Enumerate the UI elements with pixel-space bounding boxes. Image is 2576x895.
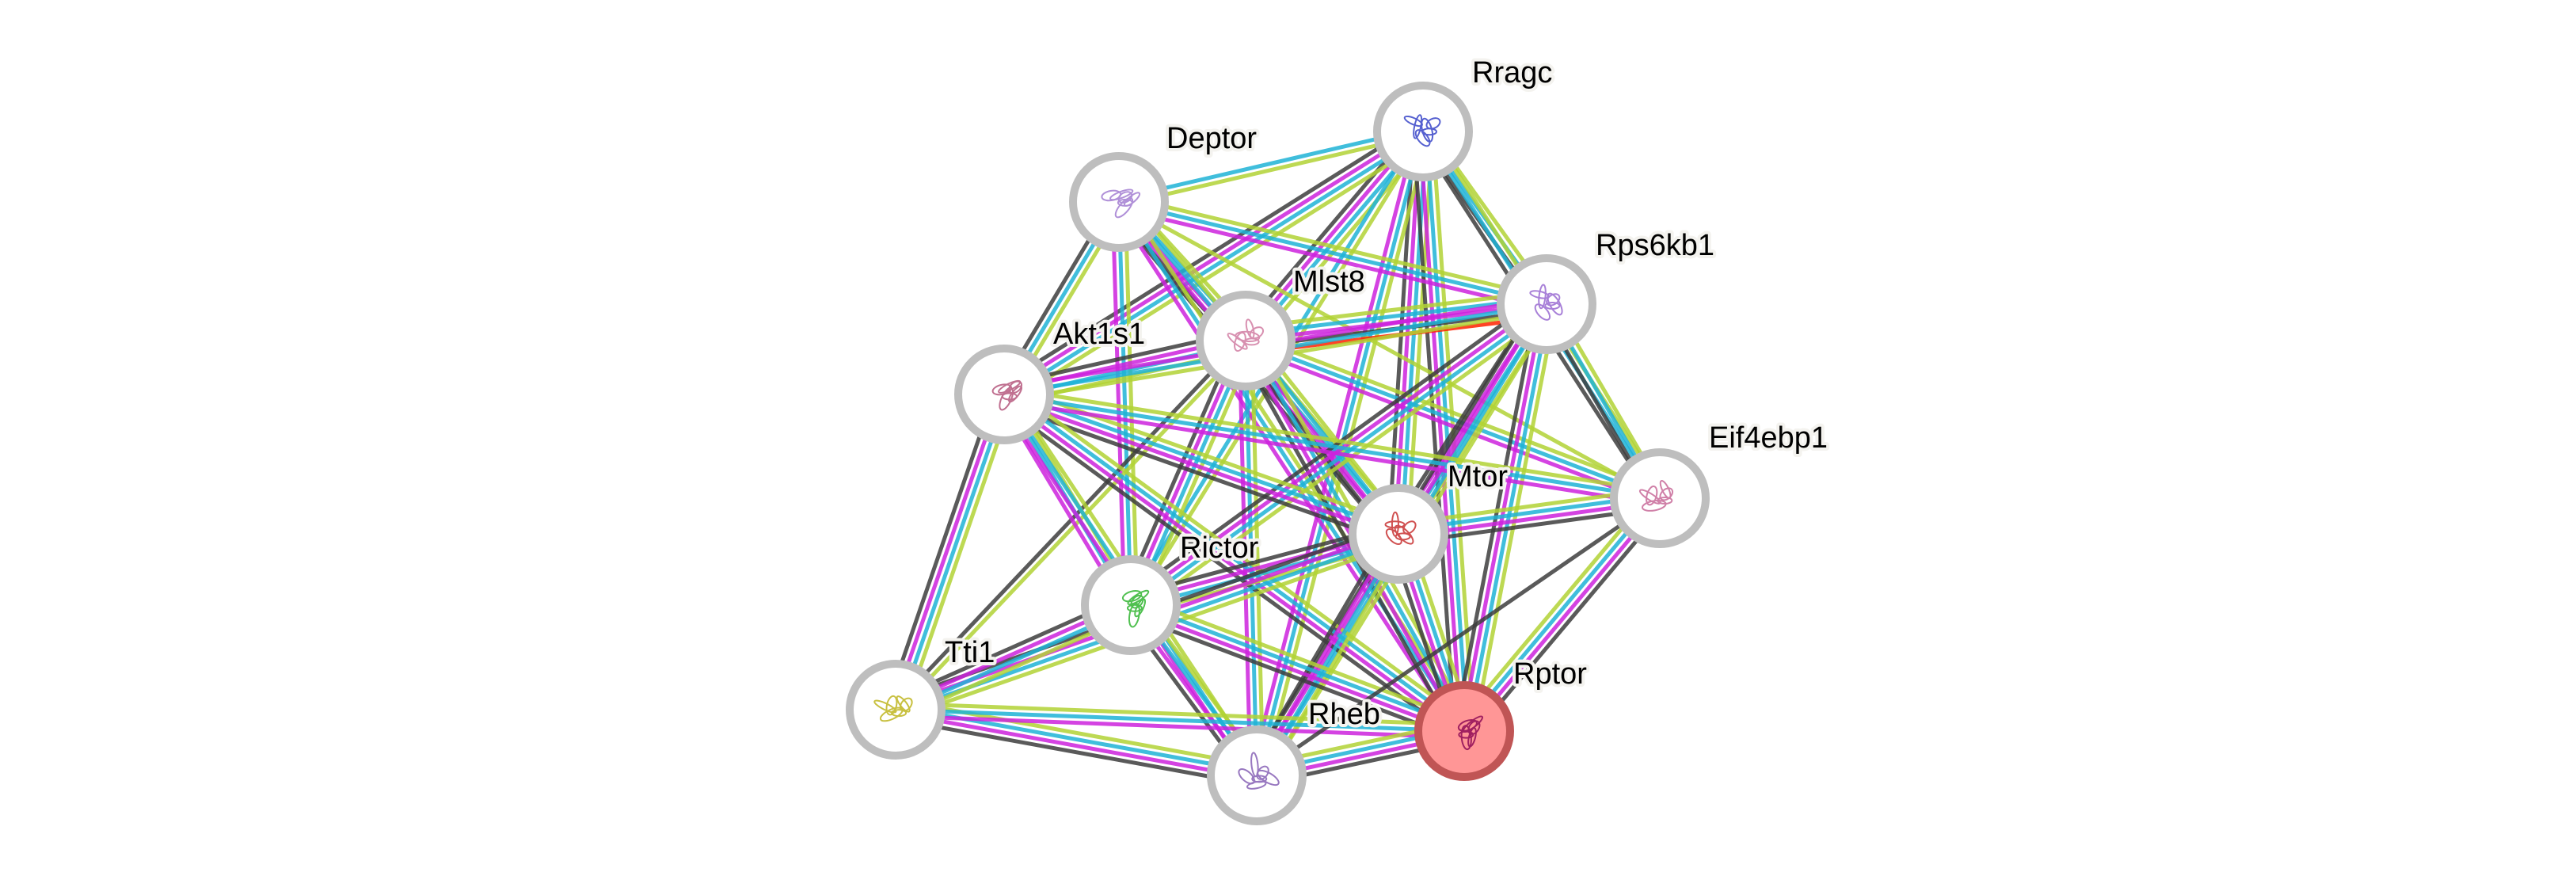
node-rps6kb1[interactable]: Rps6kb1 (1497, 226, 1718, 354)
edge-textmining-mlst8-rheb[interactable] (1250, 340, 1265, 775)
protein-structure-icon (1457, 715, 1484, 751)
edge-experiments-akt1s1-eif4ebp1[interactable] (1003, 398, 1660, 507)
edge-experiments-deptor-rictor[interactable] (1110, 202, 1127, 606)
edge-coexpression-akt1s1-eif4ebp1[interactable] (1003, 392, 1661, 501)
edge-coexpression-deptor-rps6kb1[interactable] (1118, 200, 1547, 307)
node-label: Tti1 (945, 636, 995, 669)
edge-experiments-akt1s1-rptor[interactable] (1001, 395, 1464, 736)
protein-structure-icon (1121, 589, 1150, 628)
node-label: Akt1s1 (1053, 318, 1145, 351)
node-label: Eif4ebp1 (1709, 421, 1828, 455)
edge-coexpression-deptor-rictor[interactable] (1117, 201, 1133, 606)
edge-coexpression-mlst8-rps6kb1[interactable] (1244, 295, 1547, 337)
edge-textmining-akt1s1-mtor[interactable] (1006, 383, 1402, 527)
node-eif4ebp1[interactable]: Eif4ebp1 (1610, 418, 1831, 548)
node-rictor[interactable]: Rictor (1081, 528, 1262, 655)
node-label: Rheb (1308, 698, 1380, 731)
protein-structure-icon (1101, 189, 1141, 219)
edge-coexpression-rptor-eif4ebp1[interactable] (1460, 494, 1659, 731)
node-label: Deptor (1166, 122, 1257, 155)
node-label: Rps6kb1 (1596, 229, 1714, 262)
node-akt1s1[interactable]: Akt1s1 (954, 314, 1148, 444)
edge-database-rragc-akt1s1[interactable] (998, 121, 1419, 388)
edge-coexpression-deptor-rptor[interactable] (1117, 200, 1467, 733)
edge-experiments-akt1s1-tti1[interactable] (890, 392, 1003, 710)
edge-database-mlst8-tti1[interactable] (892, 337, 1245, 709)
edge-coexpression-rictor-rptor[interactable] (1131, 600, 1467, 730)
edge-textmining-mlst8-rps6kb1[interactable] (1243, 289, 1546, 330)
edge-database-rragc-mtor[interactable] (1387, 131, 1416, 534)
edge-coexpression-mlst8-rheb[interactable] (1243, 340, 1259, 776)
edge-experiments-rictor-rptor[interactable] (1128, 606, 1464, 737)
edge-textmining-deptor-rictor[interactable] (1123, 201, 1140, 605)
edge-experiments-rptor-eif4ebp1[interactable] (1465, 498, 1664, 735)
edge-experiments-deptor-rptor[interactable] (1112, 204, 1461, 736)
edge-coexpression-akt1s1-mtor[interactable] (1004, 389, 1401, 533)
edge-experiments-akt1s1-mtor[interactable] (1002, 395, 1398, 539)
protein-structure-icon (1227, 318, 1265, 352)
protein-structure-icon (1638, 479, 1674, 512)
edge-experiments-deptor-rps6kb1[interactable] (1117, 206, 1546, 313)
edge-database-akt1s1-tti1[interactable] (885, 390, 998, 707)
edge-textmining-akt1s1-rptor[interactable] (1008, 385, 1471, 726)
protein-structure-icon (873, 695, 913, 722)
edge-coexpression-rragc-rptor[interactable] (1424, 131, 1470, 731)
edge-database-rptor-eif4ebp1[interactable] (1470, 503, 1669, 739)
edge-database-tti1-rheb[interactable] (893, 717, 1256, 787)
edge-coexpression-rragc-akt1s1[interactable] (1004, 132, 1426, 399)
edge-textmining-mlst8-tti1[interactable] (896, 341, 1250, 714)
edge-coexpression-rragc-deptor[interactable] (1117, 126, 1423, 201)
node-mlst8[interactable]: Mlst8 (1196, 262, 1368, 390)
node-label: Rictor (1180, 531, 1259, 565)
edge-coexpression-akt1s1-tti1[interactable] (896, 394, 1010, 712)
edge-experiments-tti1-rptor[interactable] (895, 714, 1464, 740)
edge-textmining-akt1s1-tti1[interactable] (902, 397, 1015, 714)
edge-textmining-rragc-deptor[interactable] (1119, 132, 1425, 208)
node-rheb[interactable]: Rheb (1207, 695, 1383, 825)
node-rptor[interactable]: Rptor (1414, 654, 1590, 781)
node-tti1[interactable]: Tti1 (846, 633, 998, 760)
edge-coexpression-rps6kb1-rptor[interactable] (1465, 304, 1552, 733)
edge-experiments-mlst8-eif4ebp1[interactable] (1242, 345, 1659, 506)
edge-database-rheb-eif4ebp1[interactable] (1255, 496, 1661, 778)
node-label: Rptor (1513, 657, 1587, 691)
edge-database-rragc-rptor[interactable] (1411, 131, 1457, 732)
edge-textmining-akt1s1-eif4ebp1[interactable] (1004, 386, 1661, 494)
edge-coexpression-rps6kb1-rictor[interactable] (1131, 305, 1550, 610)
edge-database-rictor-rptor[interactable] (1126, 611, 1462, 742)
protein-structure-icon (1238, 752, 1280, 790)
node-label: Rragc (1472, 56, 1552, 90)
node-label: Mtor (1448, 460, 1508, 493)
protein-structure-icon (1529, 284, 1563, 321)
protein-structure-icon (1403, 114, 1441, 147)
edge-textmining-tti1-rptor[interactable] (896, 701, 1465, 727)
edge-textmining-rps6kb1-rictor[interactable] (1135, 310, 1554, 615)
node-deptor[interactable]: Deptor (1069, 119, 1260, 252)
edge-coexpression-akt1s1-rptor[interactable] (1004, 390, 1467, 730)
edge-experiments-tti1-rheb[interactable] (894, 710, 1257, 781)
node-label: Mlst8 (1293, 265, 1365, 299)
edge-textmining-mlst8-eif4ebp1[interactable] (1246, 333, 1663, 494)
edge-textmining-rragc-akt1s1[interactable] (1008, 138, 1429, 405)
edge-experiments-rragc-akt1s1[interactable] (1001, 127, 1423, 394)
edge-coexpression-tti1-rptor[interactable] (895, 707, 1465, 733)
node-mtor[interactable]: Mtor (1349, 457, 1511, 584)
edge-textmining-deptor-eif4ebp1[interactable] (1117, 200, 1661, 501)
edge-textmining-rictor-rptor[interactable] (1133, 594, 1469, 725)
protein-structure-icon (991, 379, 1023, 411)
edge-coexpression-mlst8-eif4ebp1[interactable] (1245, 338, 1661, 501)
edge-experiments-rragc-rptor[interactable] (1417, 131, 1463, 732)
protein-structure-icon (1384, 511, 1417, 546)
node-rragc[interactable]: Rragc (1373, 53, 1555, 181)
edge-textmining-deptor-rptor[interactable] (1122, 197, 1471, 729)
edge-textmining-rptor-eif4ebp1[interactable] (1455, 490, 1654, 726)
edge-textmining-deptor-rps6kb1[interactable] (1120, 193, 1549, 300)
